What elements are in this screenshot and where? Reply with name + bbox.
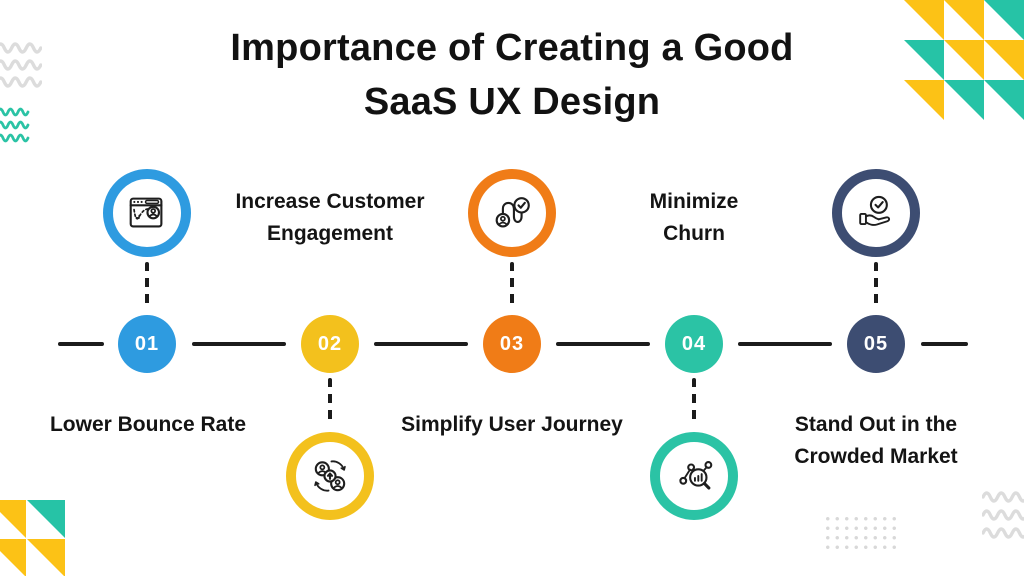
- triangle-yellow: [0, 539, 26, 576]
- squiggle-gray-icon: [0, 76, 42, 88]
- timeline-segment: [738, 342, 832, 346]
- bounce-rate-icon: [129, 197, 163, 228]
- milestone-label-03: Simplify User Journey: [401, 413, 623, 436]
- dashed-connector: [328, 378, 332, 426]
- step-number: 02: [317, 332, 343, 355]
- squiggle-teal-icon: [0, 107, 30, 117]
- squiggle-gray-icon: [0, 59, 42, 71]
- milestone-label-05: Stand Out in the Crowded Market: [794, 413, 958, 468]
- timeline-segment: [921, 342, 968, 346]
- squiggle-gray-icon: [982, 491, 1024, 503]
- stand-out-icon: [859, 195, 891, 226]
- squiggle-gray-icon: [982, 527, 1024, 539]
- timeline-segment: [374, 342, 468, 346]
- step-number-badge-04: 04: [665, 315, 723, 373]
- dashed-connector: [692, 378, 696, 426]
- timeline-segment: [192, 342, 286, 346]
- step-number-badge-02: 02: [301, 315, 359, 373]
- customer-engagement-icon: [314, 460, 346, 492]
- title-line-1: Importance of Creating a Good: [230, 27, 794, 69]
- dots-grid: [823, 514, 901, 552]
- milestone-label-02: Increase Customer Engagement: [235, 190, 425, 245]
- stand-out-icon-ring: [832, 169, 920, 257]
- squiggle-gray-icon: [0, 42, 42, 54]
- milestone-label-01: Lower Bounce Rate: [49, 413, 247, 436]
- step-number-badge-03: 03: [483, 315, 541, 373]
- step-number-badge-05: 05: [847, 315, 905, 373]
- step-number: 04: [681, 332, 707, 355]
- page-title: Importance of Creating a Good SaaS UX De…: [0, 22, 1024, 130]
- timeline-segment: [556, 342, 650, 346]
- step-number: 03: [499, 332, 525, 355]
- milestone-label-04: Minimize Churn: [649, 190, 739, 245]
- dashed-connector: [145, 262, 149, 310]
- squiggle-teal-icon: [0, 120, 30, 130]
- dashed-connector: [874, 262, 878, 310]
- squiggle-gray-icon: [982, 509, 1024, 521]
- dashed-connector: [510, 262, 514, 310]
- step-number: 01: [134, 332, 160, 355]
- user-journey-icon: [495, 197, 530, 228]
- squiggle-teal-icon: [0, 133, 30, 143]
- triangle-yellow: [0, 500, 26, 538]
- timeline-segment: [58, 342, 104, 346]
- step-number-badge-01: 01: [118, 315, 176, 373]
- title-line-2: SaaS UX Design: [363, 80, 661, 123]
- triangle-yellow: [27, 539, 65, 576]
- user-journey-icon-ring: [468, 169, 556, 257]
- customer-engagement-icon-ring: [286, 432, 374, 520]
- churn-analytics-icon-ring: [650, 432, 738, 520]
- bounce-rate-icon-ring: [103, 169, 191, 257]
- triangle-teal: [27, 500, 65, 538]
- step-number: 05: [863, 332, 889, 355]
- churn-analytics-icon: [679, 461, 713, 490]
